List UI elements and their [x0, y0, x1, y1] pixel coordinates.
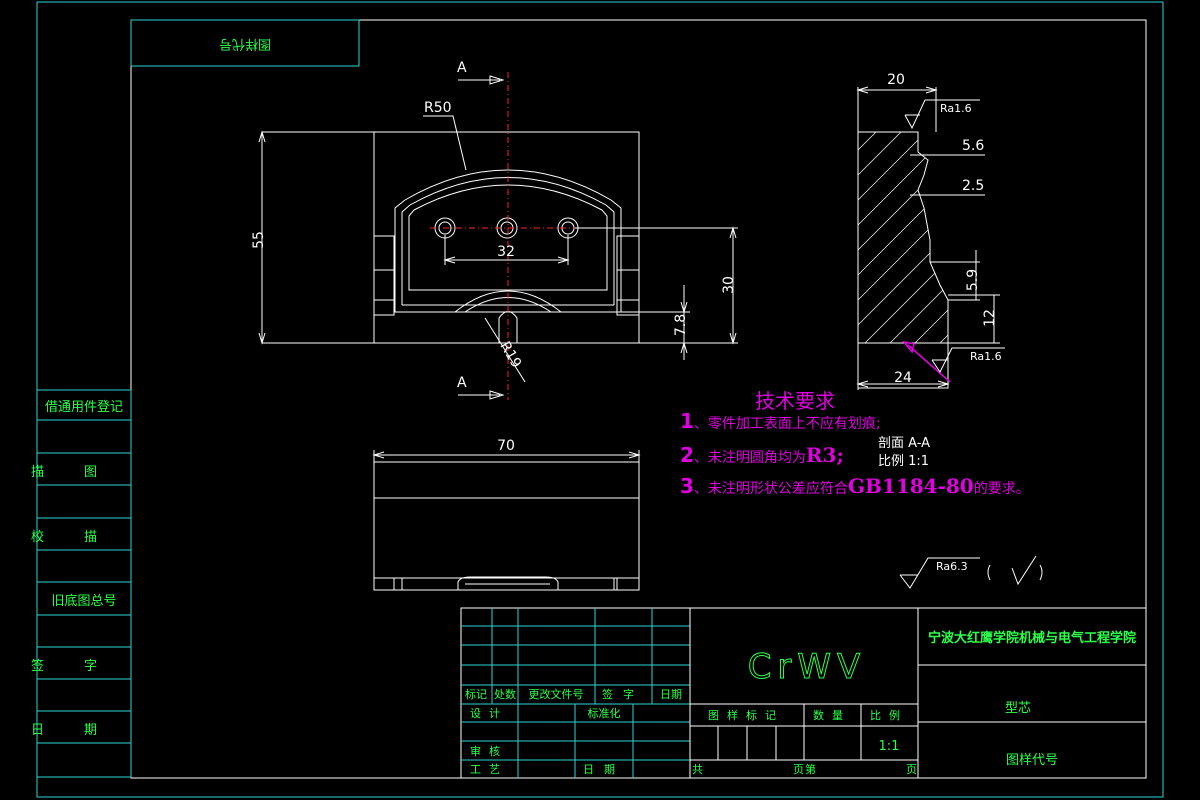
prop-h-3: 比例 — [870, 708, 908, 722]
side-row-4: 旧底图总号 — [51, 593, 116, 609]
process-label: 工艺 — [470, 763, 508, 776]
tech-item-2: 2、未注明圆角均为R3; — [680, 443, 844, 467]
drawing-code: 图样代号 — [1006, 753, 1058, 768]
holes — [430, 217, 583, 239]
prop-h-2: 数量 — [813, 709, 851, 722]
sheet-word-1: 页 — [793, 763, 804, 776]
rev-h-4: 签字 — [602, 687, 644, 701]
side-table: 借通用件登记 描图 校描 旧底图总号 签字 日期 — [31, 389, 137, 778]
side-row-2: 描图 — [31, 465, 137, 480]
section-scale: 比例 1:1 — [878, 454, 929, 469]
mirrored-title-text: 图样代号 — [219, 36, 271, 51]
sheet-word-2: 页 — [906, 763, 917, 776]
side-row-3: 校描 — [31, 529, 137, 545]
dim-12: 12 — [982, 309, 998, 327]
outer-frame — [36, 1, 1164, 798]
rev-h-3: 更改文件号 — [529, 687, 584, 701]
section-view: 20 Ra1.6 5.6 2.5 5.9 12 24 Ra1.6 剖面 A-A — [856, 72, 1005, 469]
review-label: 审核 — [470, 744, 508, 758]
dim-7-8: 7.8 — [673, 314, 689, 336]
prop-h-1: 图样标记 — [708, 708, 784, 722]
design-label: 设计 — [470, 707, 508, 720]
dim-32: 32 — [497, 244, 515, 260]
date-label: 日期 — [583, 763, 625, 776]
tech-item-1: 1、零件加工表面上不应有划痕; — [680, 409, 881, 433]
ra-bottom: Ra1.6 — [970, 350, 1002, 363]
dim-55: 55 — [251, 231, 267, 249]
top-view-outline — [373, 461, 640, 591]
dim-5-9: 5.9 — [965, 269, 981, 291]
material: CrWV — [748, 647, 867, 687]
dim-r50: R50 — [424, 100, 452, 116]
rev-h-1: 标记 — [465, 687, 487, 701]
sheet-total: 共 — [692, 763, 703, 776]
part-name: 型芯 — [1005, 701, 1031, 716]
side-row-5: 签字 — [31, 658, 137, 674]
scale-value: 1:1 — [879, 739, 900, 754]
general-roughness: Ra6.3 — [899, 555, 1043, 589]
tech-requirements: 技术要求 1、零件加工表面上不应有划痕; 2、未注明圆角均为R3; 3、未注明形… — [680, 389, 1030, 498]
side-row-1: 借通用件登记 — [45, 400, 123, 415]
standardization-label: 标准化 — [588, 706, 621, 720]
section-mark-bottom: A — [457, 375, 467, 391]
dim-24: 24 — [894, 370, 912, 386]
front-outline — [373, 131, 640, 344]
dim-r19: R19 — [497, 339, 525, 371]
school-name: 宁波大红鹰学院机械与电气工程学院 — [928, 630, 1136, 646]
dim-5-6: 5.6 — [962, 138, 984, 154]
mirrored-title-box — [130, 19, 360, 67]
dim-20: 20 — [887, 72, 905, 88]
tech-title: 技术要求 — [755, 389, 835, 413]
section-label: 剖面 A-A — [878, 436, 930, 451]
dim-2-5: 2.5 — [962, 178, 984, 194]
front-view: A A R50 55 32 30 7.8 — [251, 60, 738, 400]
rev-h-2: 处数 — [494, 688, 516, 701]
rev-h-5: 日期 — [660, 688, 682, 701]
ra-top: Ra1.6 — [940, 102, 972, 115]
tech-item-3: 3、未注明形状公差应符合GB1184-80的要求。 — [680, 474, 1030, 498]
title-block: 标记 处数 更改文件号 签字 日期 设计 标准化 审核 工艺 日期 CrWV 图… — [460, 607, 1147, 779]
dim-70: 70 — [497, 438, 515, 454]
side-row-6: 日期 — [31, 723, 137, 738]
pocket-outline — [394, 169, 622, 313]
ra-general: Ra6.3 — [936, 560, 968, 573]
sheet-num: 第 — [805, 762, 816, 776]
section-mark-top: A — [457, 60, 467, 76]
top-view: 70 — [372, 438, 641, 591]
dim-30: 30 — [721, 276, 737, 294]
